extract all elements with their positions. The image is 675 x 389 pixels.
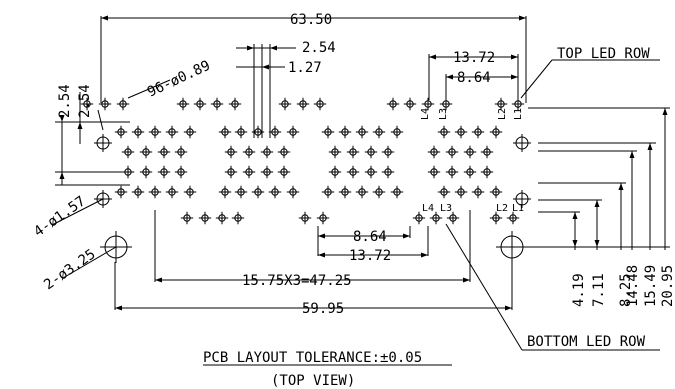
dimension-arrow — [262, 64, 269, 70]
dimension-arrow — [59, 115, 65, 122]
dimension-arrow — [572, 240, 578, 247]
dim-right-4-19: 4.19 — [571, 273, 587, 307]
dimension-arrow — [511, 54, 518, 60]
small-hole-leader — [97, 109, 104, 131]
top-led-row-callout: TOP LED ROW — [557, 46, 650, 62]
dim-mount-span: 59.95 — [302, 301, 344, 317]
caption-title: PCB LAYOUT TOLERANCE:±0.05 — [203, 350, 422, 366]
dim-led-inner-bottom: 8.64 — [353, 229, 387, 245]
bottom-led-leader — [445, 223, 523, 351]
dim-led-span-bottom: 13.72 — [349, 248, 391, 264]
dimension-arrow — [101, 15, 108, 21]
small-hole-leader — [51, 198, 104, 226]
bottom-led-l1: L1 — [512, 203, 524, 214]
large-hole-label: 2-ø3.25 — [41, 246, 99, 293]
dimension-arrow — [59, 172, 65, 179]
dimension-arrow — [629, 151, 635, 158]
dim-overall-width: 63.50 — [290, 12, 332, 28]
dim-port-pitch: 15.75X3=47.25 — [242, 273, 352, 289]
dimension-arrow — [77, 122, 83, 129]
dim-right-15-49: 15.49 — [643, 265, 659, 307]
hole-count-label: 96-ø0.89 — [145, 58, 213, 101]
caption-subtitle: (TOP VIEW) — [271, 373, 355, 389]
dim-left-pitch-a: 2.54 — [57, 84, 73, 118]
bottom-led-l2: L2 — [496, 203, 508, 214]
top-led-l3: L3 — [438, 108, 449, 120]
dimension-arrow — [318, 233, 325, 239]
dimension-arrow — [155, 277, 162, 283]
dim-pitch-2-54: 2.54 — [302, 40, 336, 56]
dim-right-14-48: 14.48 — [625, 265, 641, 307]
dimension-arrow — [446, 74, 453, 80]
top-led-l1: L1 — [513, 108, 524, 120]
dimension-geometry — [51, 15, 670, 351]
dim-led-inner-top: 8.64 — [457, 70, 491, 86]
dimension-arrow — [505, 305, 512, 311]
dimension-arrow — [115, 305, 122, 311]
large-hole-leader — [62, 246, 117, 279]
dimension-arrow — [647, 143, 653, 150]
dim-right-8-25: 8.25 — [618, 273, 634, 307]
dim-right-20-95: 20.95 — [660, 265, 675, 307]
dimension-arrow — [429, 54, 436, 60]
pad-array — [80, 97, 531, 225]
dimension-arrow — [247, 45, 254, 51]
dim-left-pitch-b: 2.54 — [77, 84, 93, 118]
top-led-l2: L2 — [497, 108, 508, 120]
dimension-arrow — [519, 15, 526, 21]
dimension-arrow — [270, 45, 277, 51]
dim-right-7-11: 7.11 — [591, 273, 607, 307]
dimension-arrow — [463, 277, 470, 283]
dimension-arrow — [662, 108, 668, 115]
dimension-arrow — [618, 183, 624, 190]
small-hole-label: 4-ø1.57 — [31, 193, 89, 240]
bottom-led-l3: L3 — [440, 203, 452, 214]
bottom-led-row-callout: BOTTOM LED ROW — [527, 334, 646, 350]
bottom-led-l4: L4 — [422, 203, 434, 214]
hole-count-leader — [127, 79, 171, 99]
top-led-leader — [520, 59, 553, 99]
dim-led-span-top: 13.72 — [453, 50, 495, 66]
dim-pitch-1-27: 1.27 — [288, 60, 322, 76]
dimension-arrow — [511, 74, 518, 80]
dimension-arrow — [421, 252, 428, 258]
dimension-arrow — [594, 240, 600, 247]
dimension-arrow — [318, 252, 325, 258]
dimension-arrow — [594, 200, 600, 207]
top-led-l4: L4 — [420, 108, 431, 120]
dimension-arrow — [572, 212, 578, 219]
dimension-arrow — [403, 233, 410, 239]
